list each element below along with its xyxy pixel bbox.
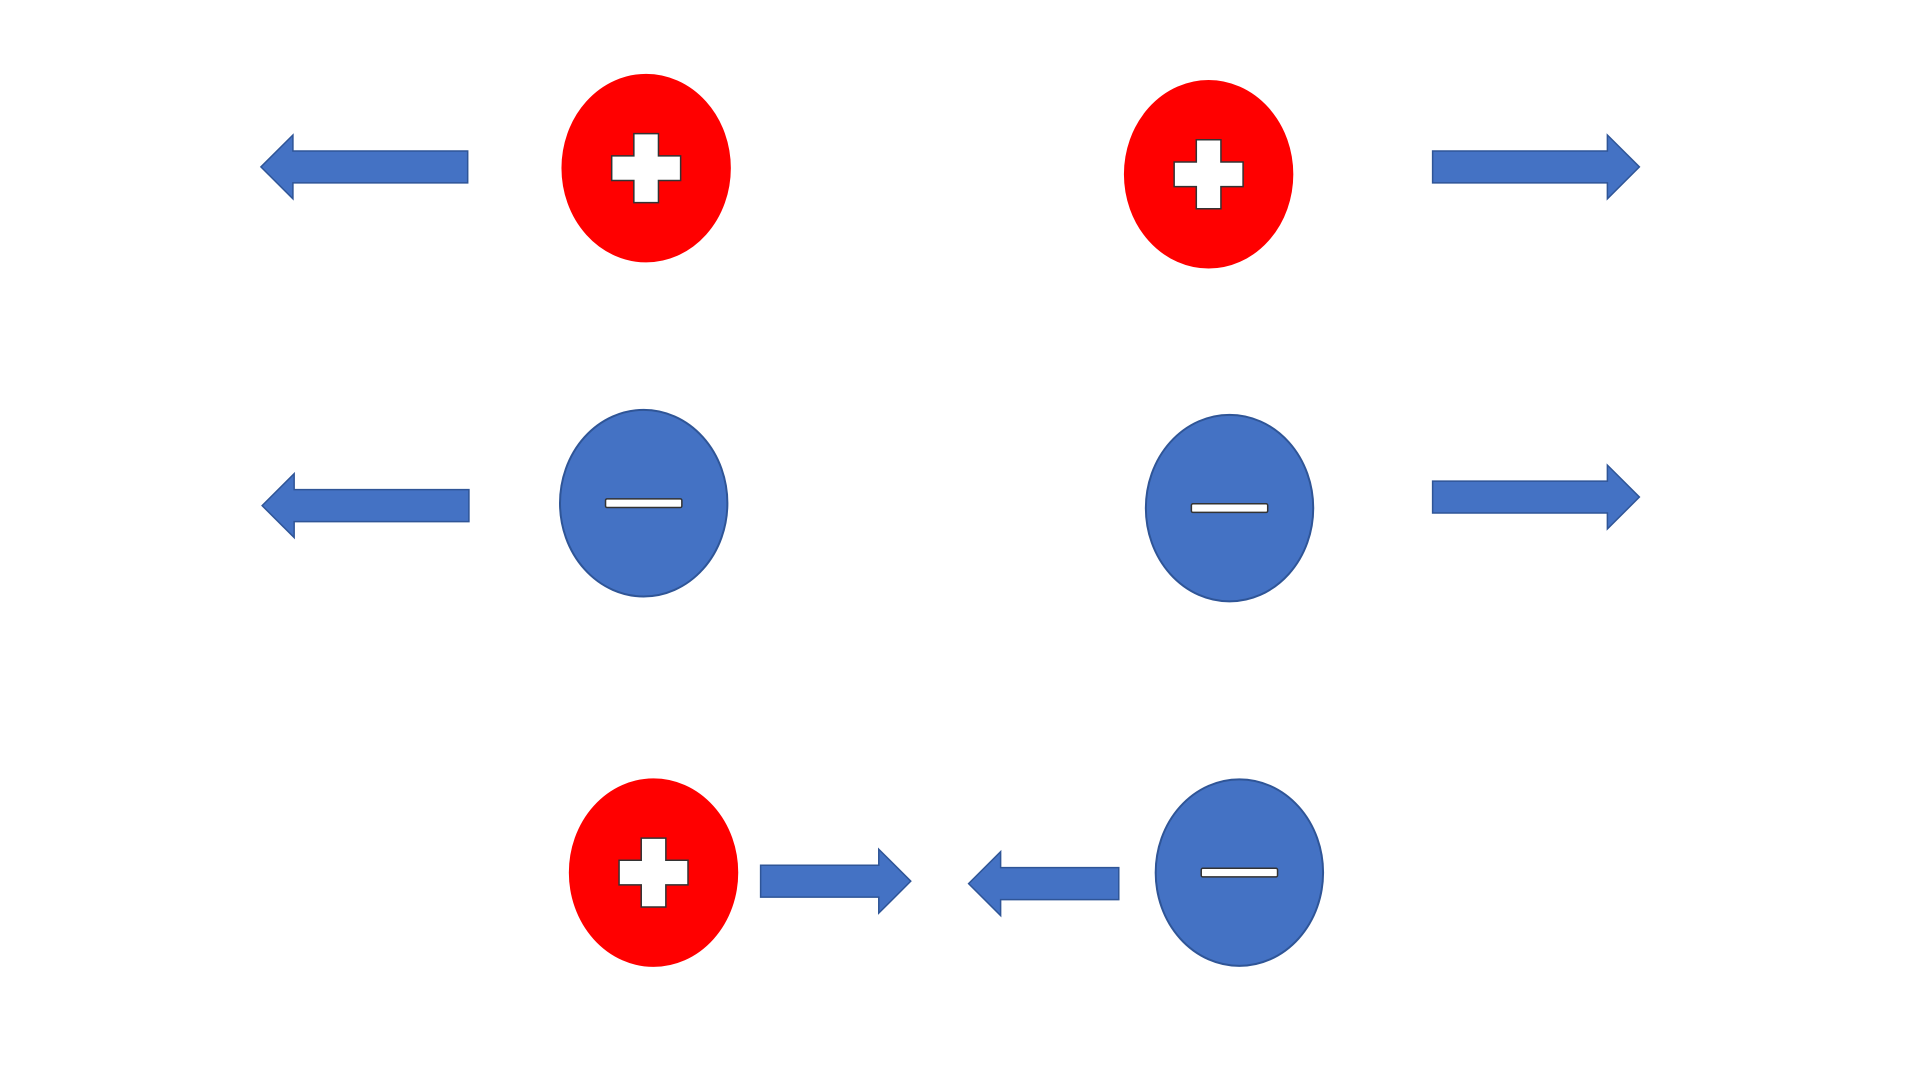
arrow-left-icon-row2-left: [261, 471, 470, 540]
arrow-left-icon-row3-right: [967, 849, 1120, 918]
arrow-right-icon-row3-left: [759, 847, 912, 915]
plus-icon: [1173, 139, 1244, 210]
negative-charge-row2-left: [559, 408, 729, 598]
positive-charge-row1-left: [561, 73, 731, 263]
positive-charge-row1-right: [1123, 79, 1294, 269]
minus-icon: [1190, 503, 1269, 514]
negative-charge-row3-right: [1154, 778, 1325, 967]
negative-charge-row2-right: [1144, 413, 1315, 603]
arrow-right-icon-row2-right: [1431, 463, 1641, 531]
positive-charge-row3-left: [568, 778, 739, 967]
plus-icon: [610, 132, 682, 204]
plus-icon: [618, 837, 689, 908]
arrow-left-icon-row1-left: [259, 133, 469, 201]
minus-icon: [604, 498, 683, 509]
minus-icon: [1200, 867, 1279, 878]
arrow-right-icon-row1-right: [1431, 133, 1641, 201]
